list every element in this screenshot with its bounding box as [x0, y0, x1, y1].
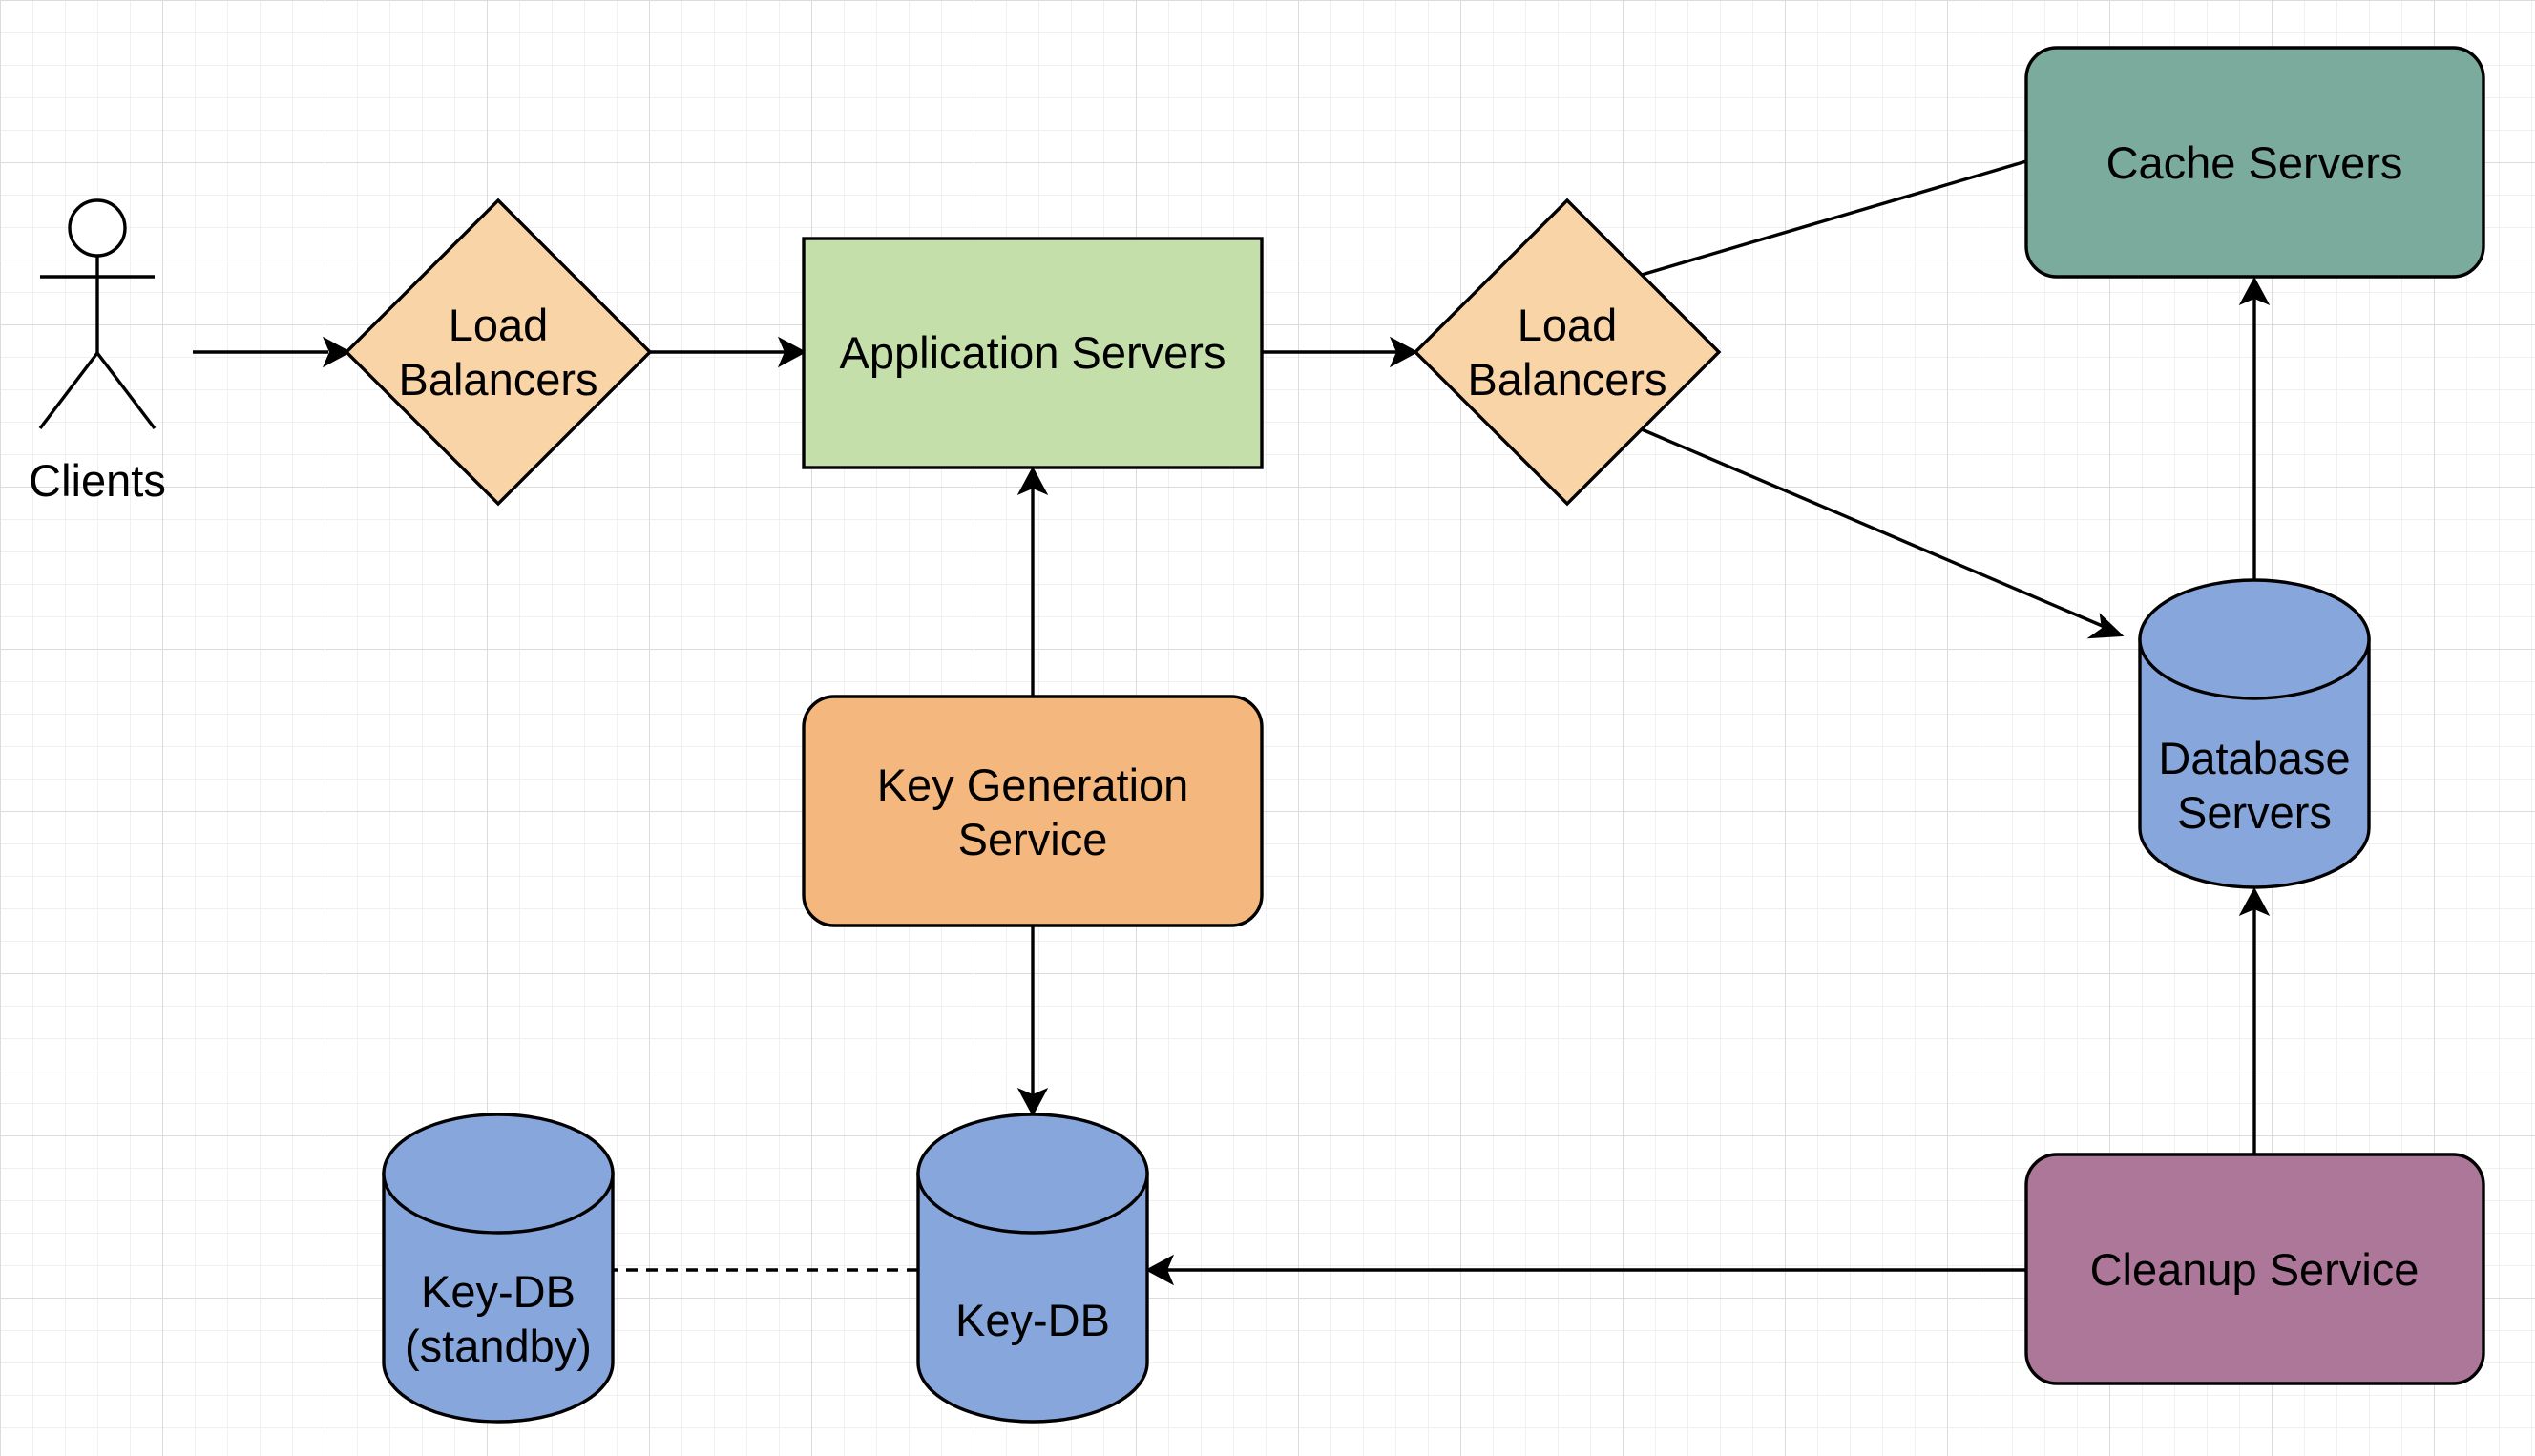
- load-balancers-2-label-line-1: Load: [1518, 300, 1618, 350]
- key-generation-service-box: [802, 695, 1264, 927]
- arrowhead-database-servers-to-cache-servers: [2238, 276, 2271, 306]
- arrowhead-load-balancers-2-to-database-servers: [2086, 613, 2125, 639]
- application-servers-label: Application Servers: [840, 327, 1226, 378]
- application-servers[interactable]: Application Servers: [802, 237, 1264, 469]
- edge-load-balancers-2-to-database-servers: [1641, 427, 2106, 629]
- load-balancers-2-label-line-2: Balancers: [1468, 354, 1667, 405]
- database-servers-label-line-2: Servers: [2177, 787, 2332, 838]
- key-db-standby-cylinder-top: [382, 1113, 615, 1235]
- database-servers[interactable]: Database Servers: [2138, 578, 2371, 889]
- key-generation-service-label-line-1: Key Generation: [877, 759, 1189, 810]
- cache-servers-box: [2024, 46, 2485, 279]
- actor-head: [68, 198, 127, 258]
- load-balancers-2[interactable]: Load Balancers: [1413, 198, 1722, 507]
- arrowhead-key-generation-to-key-db: [1016, 1087, 1049, 1117]
- actor-left-leg: [38, 351, 99, 430]
- key-db-cylinder-body: [916, 1172, 1149, 1424]
- key-db-standby-label-line-1: Key-DB: [421, 1266, 576, 1317]
- database-servers-label-line-1: Database: [2158, 733, 2350, 783]
- cache-servers-label: Cache Servers: [2106, 137, 2403, 188]
- connectors: [193, 159, 2271, 1286]
- load-balancers-1[interactable]: Load Balancers: [344, 198, 653, 507]
- key-db-cylinder-top: [916, 1113, 1149, 1235]
- key-db[interactable]: Key-DB: [916, 1113, 1149, 1424]
- load-balancers-1-label-line-1: Load: [449, 300, 549, 350]
- arrowhead-cleanup-to-database-servers: [2238, 886, 2271, 917]
- arrowhead-key-generation-to-application-servers: [1016, 466, 1049, 496]
- arrowhead-cleanup-to-key-db: [1144, 1254, 1175, 1286]
- key-db-standby-cylinder-body: [382, 1172, 615, 1424]
- database-servers-cylinder-top: [2138, 578, 2371, 700]
- edge-load-balancers-2-to-cache-servers: [1641, 159, 2027, 277]
- load-balancers-1-label-line-2: Balancers: [399, 354, 598, 405]
- key-generation-service-label-line-2: Service: [958, 814, 1108, 864]
- load-balancers-1-diamond: [344, 198, 653, 507]
- application-servers-box: [802, 237, 1264, 469]
- arrowhead-clients-to-load-balancers-1: [322, 336, 352, 368]
- arrowhead-load-balancers-1-to-application-servers: [777, 336, 807, 368]
- clients-actor[interactable]: [38, 198, 157, 430]
- cleanup-service-box: [2024, 1153, 2485, 1385]
- clients-label: Clients: [29, 455, 166, 506]
- arrowhead-application-servers-to-load-balancers-2: [1389, 336, 1419, 368]
- actor-right-leg: [95, 351, 157, 430]
- load-balancers-2-diamond: [1413, 198, 1722, 507]
- cleanup-service-label: Cleanup Service: [2090, 1244, 2420, 1295]
- key-db-standby[interactable]: Key-DB (standby): [382, 1113, 615, 1424]
- cleanup-service[interactable]: Cleanup Service: [2024, 1153, 2485, 1385]
- key-db-standby-label-line-2: (standby): [405, 1321, 592, 1371]
- cache-servers[interactable]: Cache Servers: [2024, 46, 2485, 279]
- database-servers-cylinder-body: [2138, 637, 2371, 889]
- key-generation-service[interactable]: Key Generation Service: [802, 695, 1264, 927]
- key-db-label: Key-DB: [955, 1295, 1110, 1345]
